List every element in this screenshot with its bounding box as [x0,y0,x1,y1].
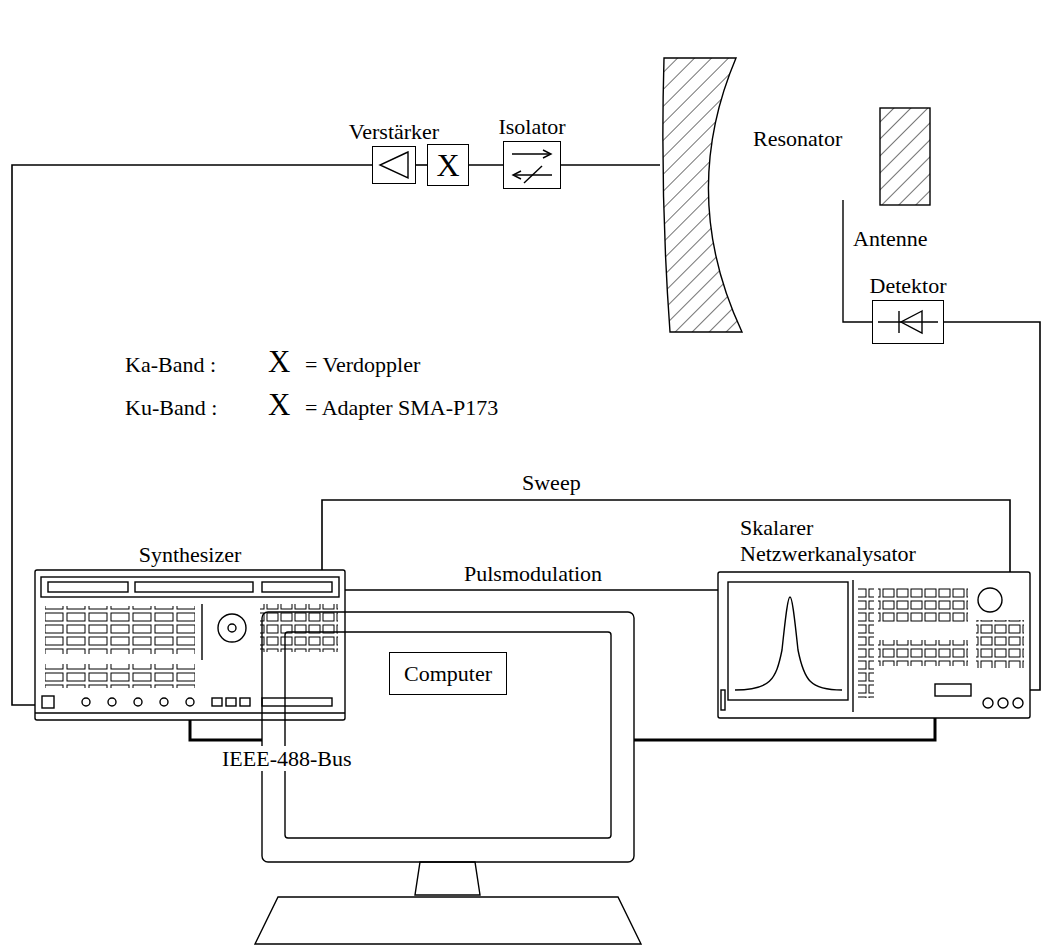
connector-line [634,718,935,740]
diode-symbol [878,311,938,333]
node-label: Verstärker [349,119,439,144]
annotation-label: X [268,344,290,380]
annotation-label: Ka-Band : [125,352,216,377]
analyzer-device [718,572,1030,718]
isolator-box: Isolator [503,141,561,189]
connector-line [12,165,372,705]
annotation-label: Ku-Band : [125,395,217,420]
connector-line [322,500,1010,572]
synthesizer-device [35,570,345,720]
annotation-label: X [268,387,290,423]
connector-line [561,164,660,166]
annotation-label: = Adapter SMA-P173 [305,395,498,420]
connector-label: Sweep [520,470,583,495]
antenna-wire [843,200,872,322]
mirror [880,108,930,205]
node-label: Computer [389,652,507,695]
network-analyzer: Skalarer Netzwerkanalysator [718,572,1030,718]
connector-line [416,164,427,166]
node-label: Synthesizer [139,542,242,567]
connector-line [345,589,718,591]
amplifier-box: Verstärker [372,146,416,184]
connector-line [190,720,262,740]
isolator-symbol [512,150,552,183]
resonator-mirror: Resonator [660,58,745,332]
node-label: X [436,149,459,181]
connector-line [944,322,1040,690]
detector-box: Detektor [872,300,944,344]
node-label: Resonator [753,126,842,151]
computer-monitor [255,612,641,944]
resonator-outline [660,58,745,332]
connector-label: Pulsmodulation [462,561,604,586]
annotation-label: Antenne [853,226,928,251]
node-label: Isolator [498,114,565,139]
amplifier-symbol [380,152,408,178]
synthesizer: Synthesizer [35,570,345,720]
multiplier-box: X [427,144,469,186]
computer: Computer [262,612,634,862]
node-label: Detektor [870,273,947,298]
node-label: Skalarer Netzwerkanalysator [740,515,980,566]
connector-label: IEEE-488-Bus [220,746,354,771]
annotation-label: = Verdoppler [305,352,420,377]
connector-line [469,164,503,166]
